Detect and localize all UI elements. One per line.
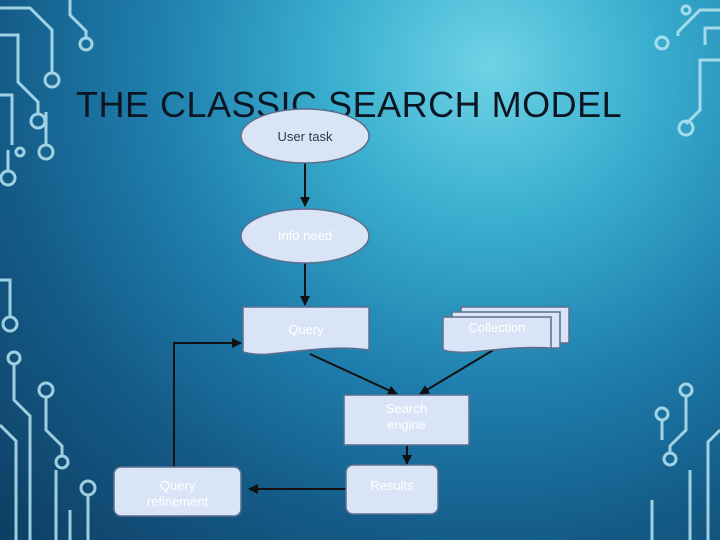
node-query-refinement [113, 466, 242, 517]
node-label-user-task: User task [277, 129, 333, 144]
edge-query-to-search-engine [309, 353, 398, 395]
node-label-search-engine: Search engine [385, 401, 428, 432]
node-label-query-refinement: Query refinement [146, 478, 209, 509]
node-label-query: Query [288, 322, 324, 337]
node-label-info-need: Info need [277, 228, 333, 243]
node-search-engine [343, 394, 470, 446]
node-label-results: Results [370, 478, 414, 493]
node-query [242, 306, 370, 356]
node-label-collection: Collection [468, 320, 526, 335]
node-results [345, 464, 439, 515]
edge-query-refinement-to-query [173, 338, 242, 467]
node-collection [442, 306, 570, 354]
node-user-task [240, 108, 370, 164]
node-info-need [240, 208, 370, 264]
edge-collection-to-search-engine [419, 348, 496, 395]
